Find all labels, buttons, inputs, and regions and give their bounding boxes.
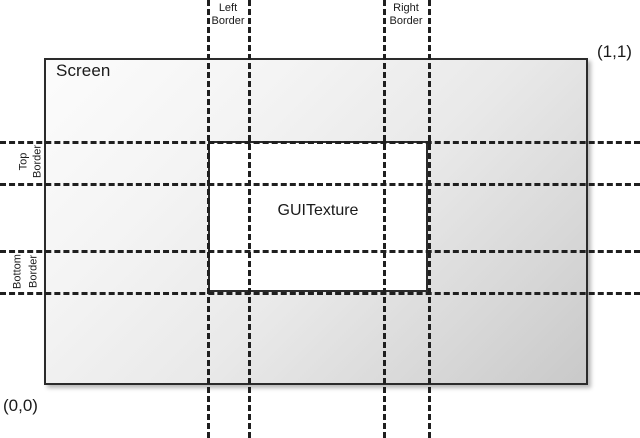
top-border-label: Top Border bbox=[0, 145, 48, 178]
bottom-border-label: Bottom Border bbox=[0, 254, 48, 289]
top-border-label-line2: Border bbox=[31, 144, 44, 179]
left-border-label: Left Border bbox=[196, 2, 260, 28]
right-border-label-line1: Right bbox=[393, 2, 419, 14]
left-border-label-line1: Left bbox=[218, 2, 238, 14]
left-border-label-line2: Border bbox=[211, 15, 245, 27]
guitexture-label: GUITexture bbox=[277, 202, 359, 219]
right-border-label: Right Border bbox=[374, 2, 438, 28]
guitexture-rectangle bbox=[208, 141, 428, 292]
top-border-label-line1: Top bbox=[17, 152, 30, 171]
screen-label: Screen bbox=[56, 61, 111, 80]
guide-line-vertical-left-outer bbox=[207, 0, 210, 438]
guide-line-vertical-left-inner bbox=[248, 0, 251, 438]
guide-line-horizontal-bottom-outer bbox=[0, 292, 640, 295]
right-border-label-line2: Border bbox=[389, 15, 423, 27]
guide-line-vertical-right-inner bbox=[383, 0, 386, 438]
guide-line-horizontal-top-inner bbox=[0, 183, 640, 186]
coordinate-label-top-right: (1,1) bbox=[597, 42, 632, 61]
bottom-border-label-line2: Border bbox=[27, 254, 40, 289]
guide-line-horizontal-bottom-inner bbox=[0, 250, 640, 253]
bottom-border-label-line1: Bottom bbox=[11, 254, 24, 289]
guide-line-vertical-right-outer bbox=[428, 0, 431, 438]
coordinate-label-bottom-left: (0,0) bbox=[3, 396, 38, 415]
guide-line-horizontal-top-outer bbox=[0, 141, 640, 144]
